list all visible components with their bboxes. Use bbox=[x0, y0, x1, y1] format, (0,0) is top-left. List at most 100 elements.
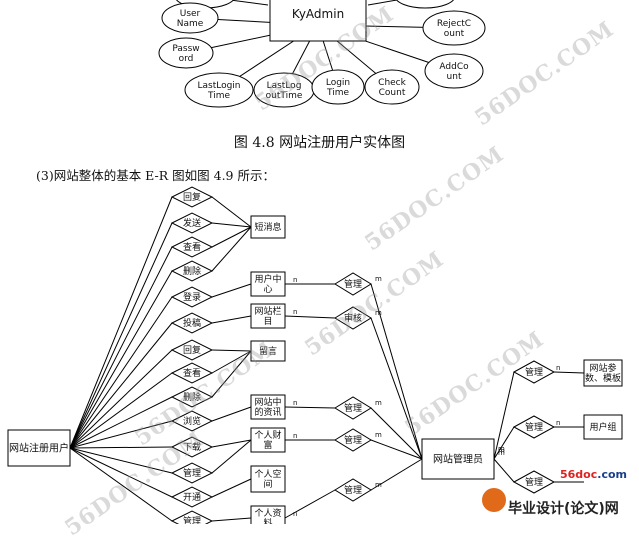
attribute-label: Passw bbox=[172, 44, 199, 54]
action-label: 登录 bbox=[183, 292, 201, 303]
relation-label: 管理 bbox=[344, 434, 362, 446]
entity-label: 用户组 bbox=[589, 421, 616, 433]
attribute-label: Name bbox=[177, 19, 204, 29]
relation-label: 管理 bbox=[344, 484, 362, 496]
connector-line bbox=[69, 322, 173, 449]
attribute-ellipse bbox=[364, 69, 420, 105]
entity-label: 的资讯 bbox=[254, 406, 281, 418]
action-label: 回复 bbox=[183, 191, 201, 203]
attribute-ellipse bbox=[422, 10, 486, 46]
relation-label: 管理 bbox=[344, 402, 362, 414]
attribute-label: Time bbox=[207, 91, 230, 101]
action-diamond bbox=[170, 212, 214, 234]
er-diagram: KyAdminUserNamePasswordLastLoginTimeLast… bbox=[7, 0, 623, 532]
action-diamond bbox=[170, 286, 214, 308]
action-label: 管理 bbox=[183, 467, 201, 479]
connector-line bbox=[69, 447, 173, 522]
entity-label: 目 bbox=[263, 316, 272, 327]
attribute-ellipse bbox=[161, 2, 219, 34]
connector-line bbox=[553, 371, 585, 374]
cardinality-label: m bbox=[498, 445, 505, 453]
action-diamond bbox=[170, 236, 214, 258]
relation-diamond bbox=[512, 470, 556, 494]
entity-label: 心 bbox=[263, 284, 272, 295]
cardinality-label: m bbox=[375, 481, 382, 489]
entity-box bbox=[583, 359, 623, 387]
connector-line bbox=[211, 349, 252, 352]
relation-label: 管理 bbox=[344, 278, 362, 290]
connector-line bbox=[370, 283, 423, 460]
relation-label: 管理 bbox=[525, 476, 543, 488]
connector-line bbox=[370, 439, 423, 460]
entity-box bbox=[250, 303, 286, 329]
entity-label: 数、模板 bbox=[585, 372, 621, 384]
cardinality-label: m bbox=[375, 431, 382, 439]
action-label: 发送 bbox=[183, 217, 201, 229]
attribute-label: Count bbox=[379, 88, 406, 98]
attribute-ellipse bbox=[396, 0, 454, 9]
relation-diamond bbox=[334, 306, 372, 330]
connector-line bbox=[211, 222, 252, 228]
connector-line bbox=[69, 246, 173, 449]
action-diamond bbox=[170, 486, 214, 508]
cardinality-label: m bbox=[498, 447, 505, 455]
cardinality-label: m bbox=[375, 399, 382, 407]
connector-line bbox=[211, 226, 252, 248]
action-diamond bbox=[170, 312, 214, 334]
connector-line bbox=[284, 489, 336, 519]
connector-line bbox=[284, 406, 336, 409]
relation-label: 管理 bbox=[525, 421, 543, 433]
entity-label: 网站栏 bbox=[254, 305, 281, 317]
connector-line bbox=[69, 196, 173, 449]
action-label: 回复 bbox=[183, 344, 201, 356]
cardinality-label: 1 bbox=[73, 438, 77, 446]
entity-label: 短消息 bbox=[254, 221, 281, 233]
connector-line bbox=[367, 0, 400, 6]
action-diamond bbox=[170, 386, 214, 408]
action-diamond bbox=[170, 339, 214, 361]
connector-line bbox=[211, 226, 252, 272]
action-diamond bbox=[170, 260, 214, 282]
connector-line bbox=[370, 407, 423, 460]
cardinality-label: m bbox=[498, 449, 505, 457]
action-diamond bbox=[170, 436, 214, 458]
connector-line bbox=[370, 317, 423, 460]
entity-label: 网站注册用户 bbox=[9, 442, 69, 455]
connector-line bbox=[284, 315, 336, 319]
entity-box-registered-user bbox=[7, 429, 71, 467]
relation-diamond bbox=[334, 272, 372, 296]
attribute-label: ount bbox=[444, 29, 465, 39]
relation-diamond bbox=[334, 428, 372, 452]
connector-line bbox=[226, 0, 269, 6]
cardinality-label: n bbox=[293, 276, 297, 284]
action-label: 管理 bbox=[183, 515, 201, 524]
figure-caption: 图 4.8 网站注册用户实体图 bbox=[233, 135, 406, 151]
site-logo: 56doc.com 毕业设计(论文)网 bbox=[478, 468, 639, 524]
attribute-label: RejectC bbox=[437, 19, 471, 29]
action-label: 删除 bbox=[183, 265, 201, 277]
connector-line bbox=[69, 446, 173, 449]
relation-diamond bbox=[334, 396, 372, 420]
relation-diamond bbox=[512, 360, 556, 384]
cardinality-label: n bbox=[556, 364, 560, 372]
entity-label: 富 bbox=[263, 439, 272, 451]
entity-label: 网站中 bbox=[254, 396, 281, 408]
cardinality-label: n bbox=[293, 399, 297, 407]
entity-label: 个人资 bbox=[254, 508, 281, 519]
attribute-label: Login bbox=[326, 78, 350, 88]
action-label: 开通 bbox=[183, 492, 201, 503]
connector-line bbox=[493, 458, 515, 483]
entity-label: 个人空 bbox=[254, 468, 281, 480]
entity-box bbox=[250, 215, 286, 239]
cardinality-label: n bbox=[293, 308, 297, 316]
entity-label: 料 bbox=[263, 517, 272, 524]
cardinality-label: m bbox=[375, 275, 382, 283]
action-label: 下载 bbox=[183, 441, 201, 453]
connector-line bbox=[69, 222, 173, 449]
action-diamond bbox=[170, 186, 214, 208]
entity-label: 网站参 bbox=[589, 362, 616, 374]
entity-box bbox=[250, 340, 286, 362]
entity-label: 个人财 bbox=[254, 429, 281, 441]
connector-line bbox=[69, 270, 173, 449]
logo-name: 毕业设计(论文)网 bbox=[508, 501, 619, 517]
